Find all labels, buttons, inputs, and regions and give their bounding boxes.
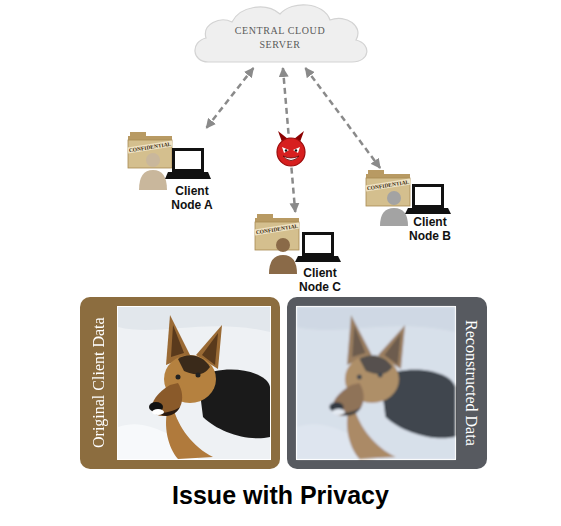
folder-icon-part — [128, 136, 172, 168]
laptop-icon-part — [175, 151, 201, 169]
original-photo — [117, 306, 271, 460]
reconstructed-photo-part — [297, 307, 455, 459]
folder-icon-part — [255, 218, 299, 250]
laptop-icon — [295, 232, 341, 262]
reconstructed-photo — [296, 306, 456, 460]
cloud-server: CENTRAL CLOUD SERVER — [188, 0, 372, 68]
person-icon — [269, 238, 297, 274]
data-panel: Reconstructed Data — [287, 297, 487, 469]
laptop-icon-part — [305, 235, 331, 253]
person-icon — [380, 191, 408, 226]
folder-stamp: CONFIDENTIAL — [365, 179, 410, 192]
laptop-icon-part — [415, 187, 441, 205]
folder-icon — [255, 214, 299, 250]
person-icon-part — [387, 191, 401, 205]
folder-icon-part — [368, 170, 384, 176]
dashed-connector — [283, 68, 295, 212]
original-photo-part — [117, 306, 271, 460]
laptop-icon-part — [302, 232, 334, 256]
laptop-icon-part — [172, 148, 204, 172]
node-label: Client Node A — [166, 184, 218, 212]
folder-icon — [128, 132, 172, 168]
client-node: Client Node A — [126, 128, 218, 216]
laptop-icon-part — [295, 256, 341, 262]
folder-icon-part — [257, 214, 273, 220]
folder-icon-part — [366, 174, 410, 206]
laptop-icon-part — [405, 208, 451, 214]
devil-icon-part — [277, 138, 305, 166]
folder-icon-part — [366, 178, 410, 206]
laptop-icon-part — [165, 172, 211, 179]
devil-icon-part — [285, 149, 287, 151]
node-label: Client Node C — [294, 266, 346, 294]
reconstructed-photo-part — [297, 307, 455, 459]
client-node: Client Node B — [364, 168, 456, 248]
data-panel: Original Client Data — [80, 297, 280, 469]
devil-icon-part — [294, 131, 304, 142]
folder-icon-part — [128, 140, 172, 168]
devil-icon-part — [283, 156, 299, 161]
devil-icon-part — [278, 131, 288, 142]
person-icon-part — [276, 238, 290, 252]
caption: Issue with Privacy — [0, 481, 561, 510]
person-icon-part — [139, 170, 167, 190]
dashed-connector — [305, 68, 380, 168]
panel-label: Original Client Data — [80, 297, 117, 469]
node-label: Client Node B — [404, 215, 456, 243]
dashed-connector — [206, 68, 253, 128]
panel-label: Reconstructed Data — [455, 297, 487, 469]
person-icon — [139, 153, 167, 190]
reconstructed-photo-part — [296, 306, 456, 460]
devil-icon — [277, 131, 305, 166]
original-photo-part — [118, 307, 270, 459]
folder-stamp: CONFIDENTIAL — [127, 141, 172, 154]
person-icon-part — [380, 208, 408, 226]
node-label: CENTRAL CLOUD SERVER — [230, 24, 330, 52]
folder-icon — [366, 170, 410, 206]
devil-icon-part — [295, 149, 297, 151]
person-icon-part — [146, 153, 160, 167]
cloud-outline — [195, 5, 367, 62]
folder-icon-part — [130, 132, 146, 138]
laptop-icon — [405, 184, 451, 214]
person-icon-part — [269, 255, 297, 274]
laptop-icon-part — [412, 184, 444, 208]
devil-icon-part — [293, 147, 300, 153]
devil-icon-part — [282, 147, 289, 153]
client-node: Client Node C — [253, 212, 345, 300]
folder-icon-part — [255, 222, 299, 250]
laptop-icon — [165, 148, 211, 179]
folder-stamp: CONFIDENTIAL — [254, 223, 299, 236]
